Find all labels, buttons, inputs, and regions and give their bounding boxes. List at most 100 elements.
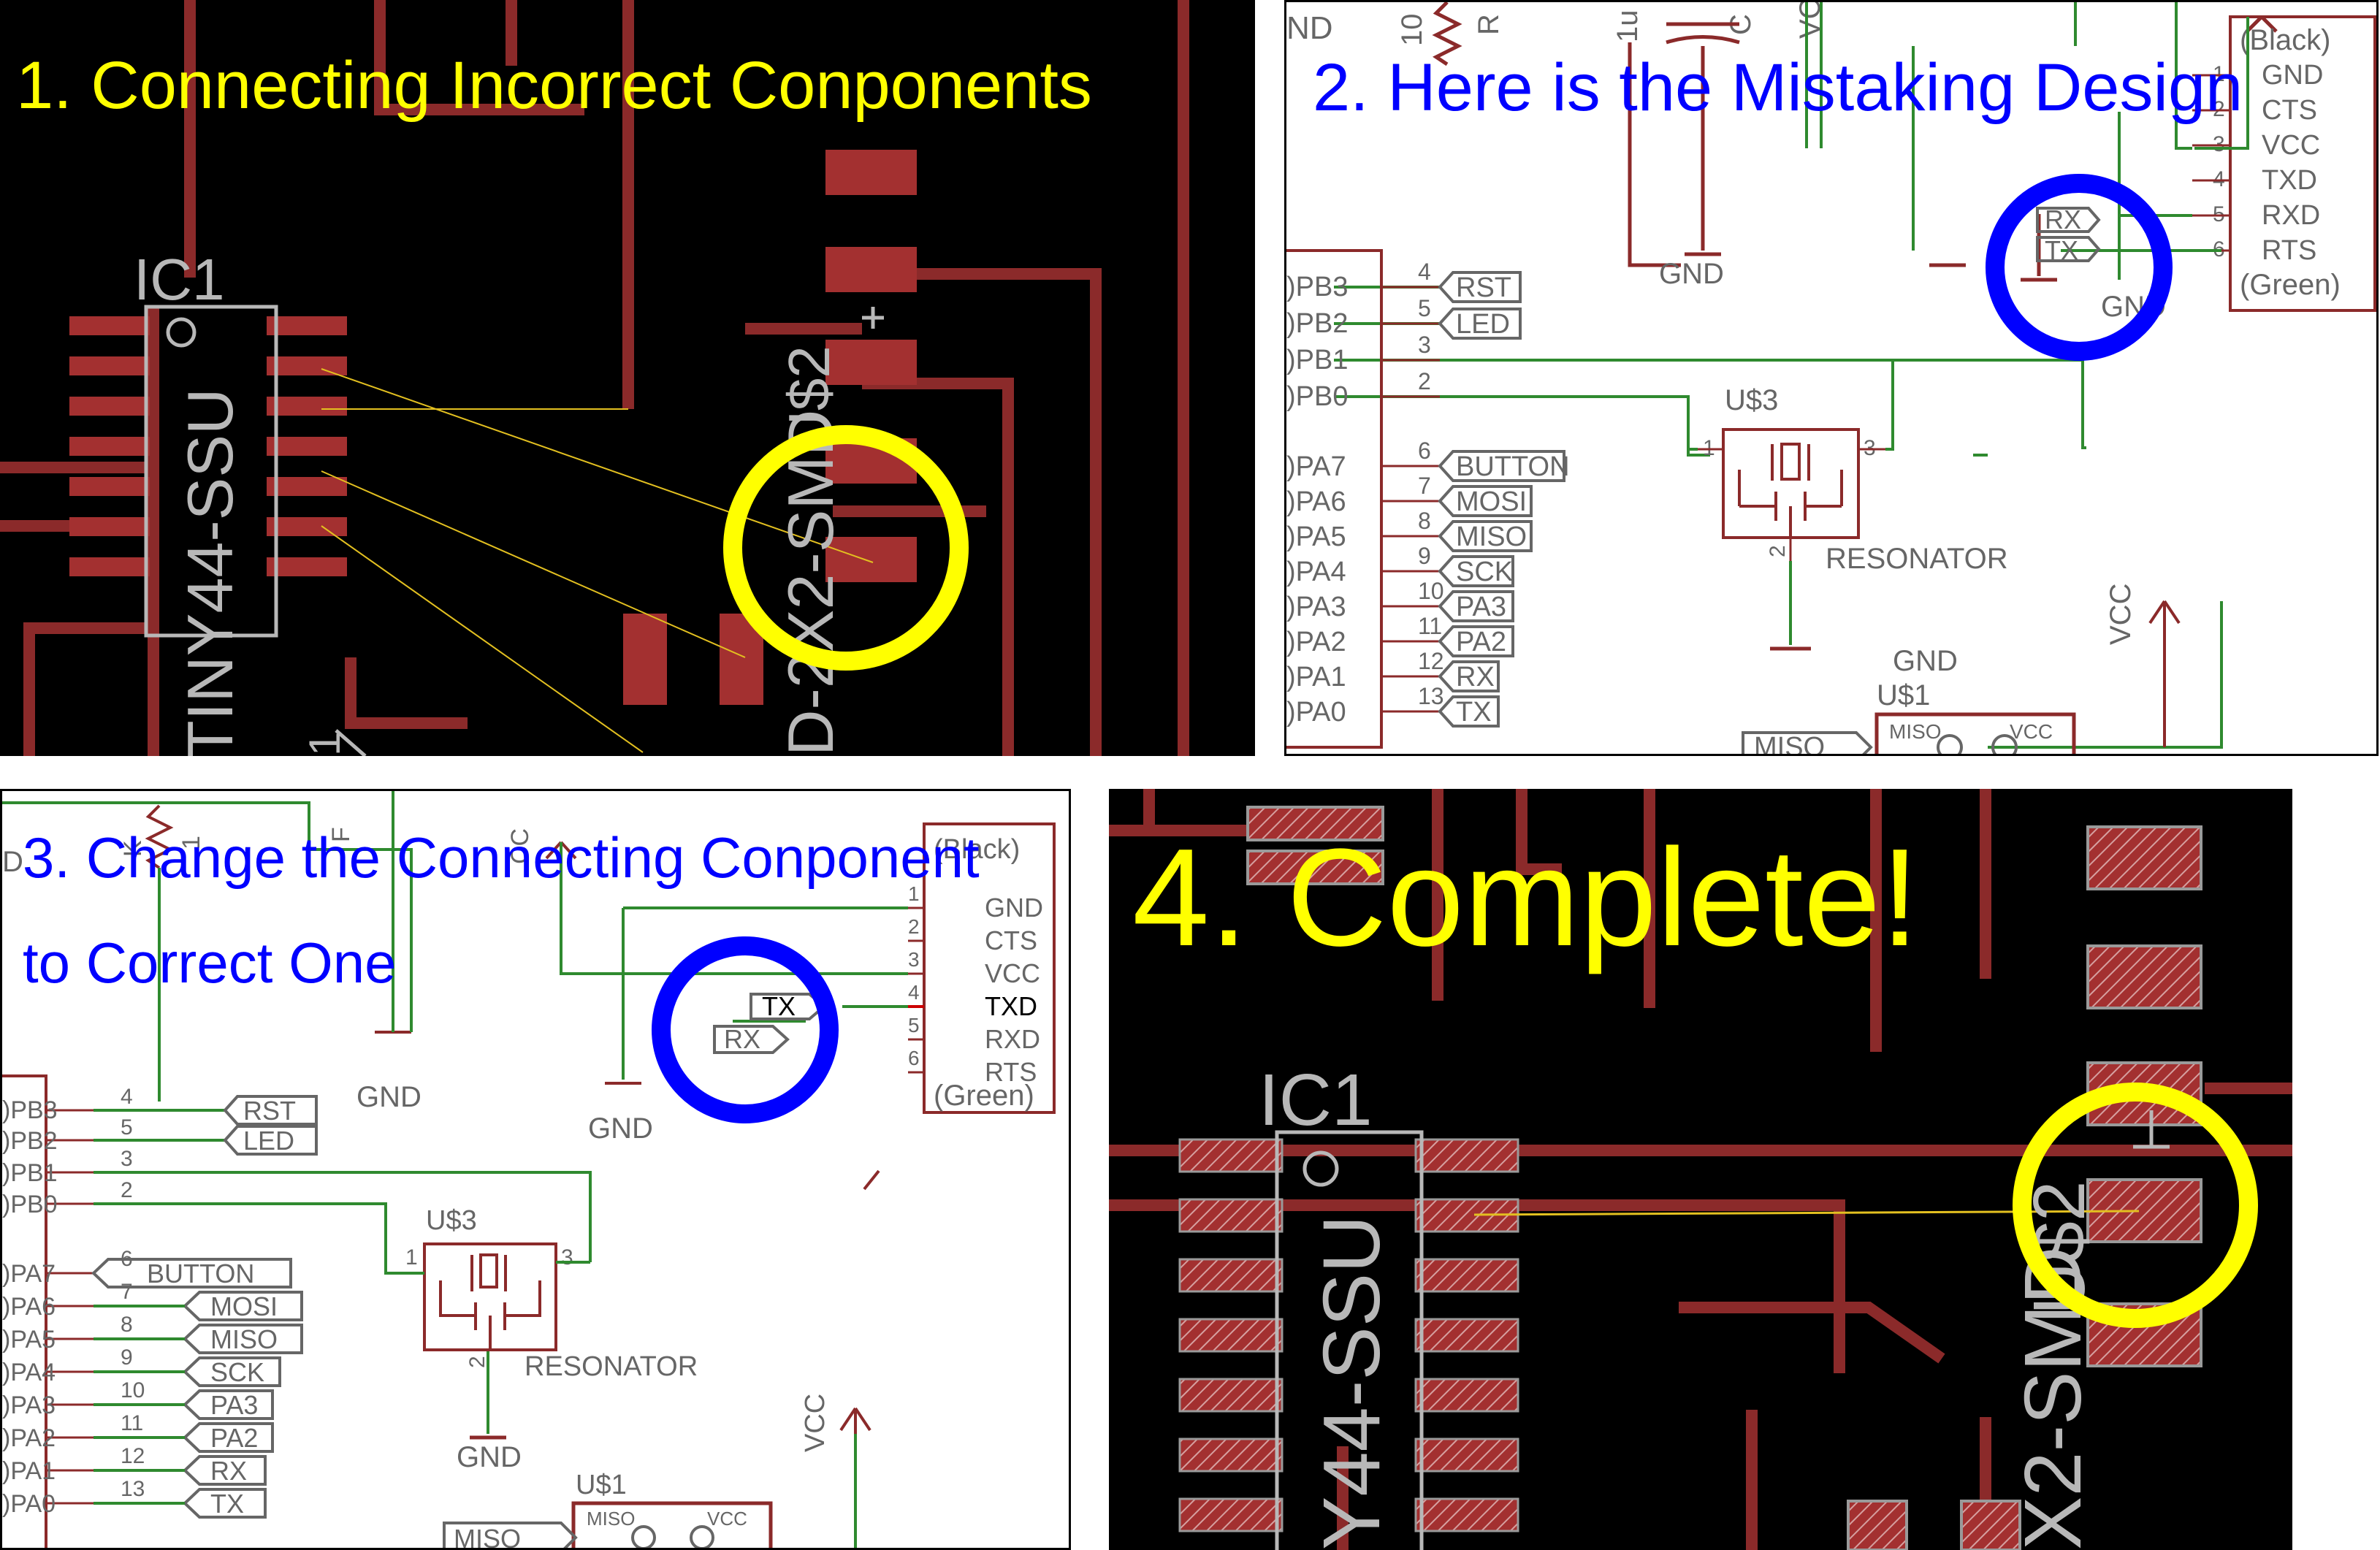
mcu-pin-num: 12 [1418,648,1444,674]
mcu-pin-num: 12 [121,1444,145,1468]
net-label-rx: RX [724,1024,760,1054]
mcu-pin-num: 5 [121,1115,133,1139]
resonator-ref: U$3 [1725,384,1778,416]
ftdi-footer: (Green) [934,1080,1034,1112]
miso-net-label: MISO [454,1524,521,1550]
mcu-pin-name: )PA4 [1286,557,1346,587]
u1-ref: U$1 [1877,679,1930,711]
highlight-circle-yellow [723,425,969,671]
net-label-tx: TX [2045,235,2078,265]
resonator-pin: 1 [405,1245,418,1270]
mcu-pin-num: 4 [121,1085,133,1109]
mcu-net-label: RST [243,1096,296,1126]
fragment-text: 10 [1396,14,1428,47]
mcu-pin-name: )PB1 [1286,345,1348,375]
ftdi-pin-name: RTS [985,1057,1037,1087]
ftdi-header: (Black) [934,834,1020,865]
ic-ref-label: IC1 [1259,1059,1373,1141]
mcu-pin-num: 3 [121,1147,133,1171]
vcc-arrow [839,1407,871,1434]
pad-top [1246,850,1384,885]
pcb-board-view-4: IC1 Y44-SSU X2-SMD U$2 [1109,789,2292,1550]
connector-pads [1246,806,2202,1550]
pin1-dot [1302,1150,1339,1187]
component-pad [623,614,667,705]
mcu-net-label: LED [243,1126,294,1156]
mcu-pin-name: )PA0 [2,1490,56,1518]
connector-pads [623,150,917,705]
ftdi-pin-num: 6 [908,1047,920,1069]
mcu-pin-name: )PA2 [2,1424,56,1452]
u1-pin: MISO [587,1508,635,1530]
mcu-net-label-shapes [1438,271,1565,728]
connector-pad [2086,825,2202,890]
fragment-text: R [1473,14,1505,35]
mcu-pin-name: )PA2 [1286,627,1346,657]
panel-2-schematic-mistake: ND 10 R 1u C VC (Black) (Green) GND CTS … [1284,0,2379,756]
panel-3-caption-line2: to Correct One [23,931,397,995]
mcu-pin-name: )PA5 [1286,522,1346,552]
ftdi-pin-num: 5 [908,1014,920,1036]
copper-traces [1109,789,2292,1550]
mcu-pin-num: 8 [1418,508,1431,534]
panel-2-caption: 2. Here is the Mistaking Design [1313,50,2243,125]
mcu-pin-name: )PA1 [2,1457,56,1485]
ftdi-connector-box [2229,15,2376,312]
mcu-pin-num: 3 [1418,332,1431,358]
mcu-pin-num: 10 [1418,578,1444,604]
u1-ref: U$1 [576,1470,627,1500]
fragment-text: ND [1286,10,1333,46]
mcu-net-label: RST [1456,272,1511,303]
mcu-pin-name: )PA6 [1286,486,1346,517]
mcu-pin-stubs [46,1109,94,1505]
gnd-label: GND [457,1441,522,1473]
mcu-pin-num: 6 [1418,438,1431,464]
mcu-pin-name: )PA3 [1286,592,1346,622]
mcu-pin-name: )PA7 [1286,451,1346,482]
fragment-text: CC [506,828,534,864]
u1-pin-dot [631,1525,656,1548]
mcu-label-wires [94,1305,185,1505]
miso-net-label: MISO [1754,732,1825,756]
resonator-pin: 3 [561,1245,573,1270]
highlight-circle-yellow [2013,1083,2258,1328]
resonator-pin: 2 [1766,545,1790,557]
resonator-symbol [439,1253,541,1350]
ftdi-pin-name: GND [985,893,1043,923]
mcu-pin-name: )PA4 [2,1359,56,1386]
mcu-pin-name: )PA5 [2,1326,56,1354]
connector-pad [2086,944,2202,1009]
fragment-text: K [119,840,147,857]
connector-value-label: D-2X2-SMD [774,410,847,756]
component-pad [1960,1500,2021,1550]
gnd-label: GND [1659,258,1724,290]
connector-pad [825,340,917,385]
panel-4-caption: 4. Complete! [1132,820,1920,975]
schematic-view-3: D K 1 F CC (Black) (Green) [2,791,1056,1550]
ftdi-pin-name: TXD [2262,165,2317,196]
mcu-pin-name: )PA3 [2,1391,56,1419]
mcu-net-label: BUTTON [147,1259,254,1289]
mcu-net-label: RX [1456,662,1495,692]
ftdi-pin-name: RXD [2262,200,2320,231]
pin1-dot [166,317,197,348]
vcc-label: VCC [800,1394,831,1452]
fragment-text: F [327,827,355,842]
mcu-pin-name: )PB2 [2,1127,58,1155]
airwires [321,368,874,753]
mcu-net-label: PA3 [1456,592,1506,622]
mcu-net-label: PA2 [210,1423,258,1453]
net-wires [2,791,908,1548]
mcu-net-label: MOSI [1456,486,1527,517]
ftdi-pin-name: CTS [2262,95,2317,126]
mcu-pin-numbers: 4 5 3 2 6 7 8 9 10 11 12 13 [1418,259,1444,709]
schematic-view-2: ND 10 R 1u C VC (Black) (Green) GND CTS … [1286,2,2376,756]
resonator-value: RESONATOR [525,1351,698,1382]
mcu-pin-name: )PB0 [1286,381,1348,412]
fragment-text: 1 [178,836,205,850]
mcu-net-label: TX [210,1489,244,1519]
connector-pad [825,247,917,292]
miso-label-shape [1742,731,1873,754]
mcu-net-label: BUTTON [1456,451,1570,482]
pin1-label: 1 [300,732,349,756]
